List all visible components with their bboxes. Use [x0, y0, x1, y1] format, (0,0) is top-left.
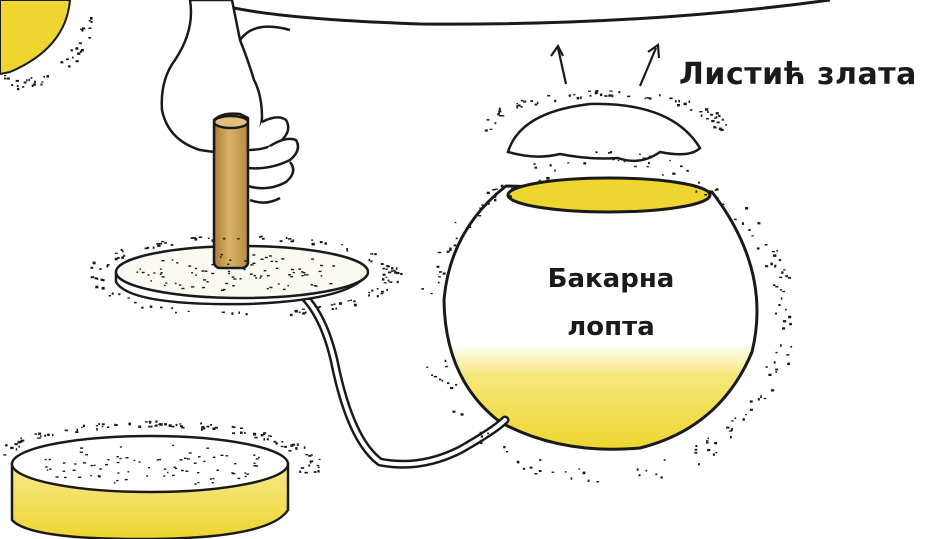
gold-leaves-label: Листић злата: [679, 60, 917, 90]
arrow-icon: [551, 46, 566, 84]
charged-plate: [12, 436, 288, 539]
copper-ball-label-line2: лопта: [526, 314, 696, 340]
corner-yellow-disc: [0, 0, 70, 74]
arrow-icon: [640, 45, 659, 86]
copper-ball-label-line1: Бакарна: [526, 266, 696, 292]
handle-rod: [214, 116, 248, 268]
gold-leaf: [508, 104, 700, 161]
top-plate-edge: [205, 0, 830, 24]
